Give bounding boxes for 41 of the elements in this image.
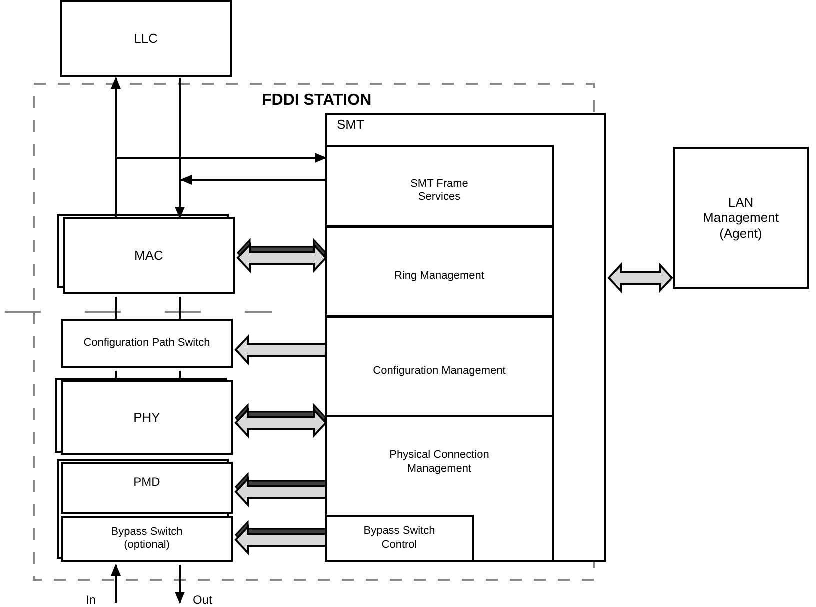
station-title: FDDI STATION [262, 91, 372, 110]
block-arrow [236, 238, 328, 274]
block-label: SMT Frame Services [410, 178, 470, 204]
block-label: Ring Management [394, 270, 484, 284]
block-arrow [234, 472, 327, 508]
block-label: PHY [134, 410, 160, 426]
arrow [180, 175, 326, 185]
block-box [325, 113, 606, 562]
edge-label: Out [193, 594, 212, 606]
arrow [116, 153, 327, 163]
arrow [111, 77, 121, 218]
block-box [325, 226, 554, 317]
block-label: Bypass Switch (optional) [110, 526, 184, 552]
block-label: LAN Management (Agent) [702, 194, 780, 242]
block-label: MAC [134, 248, 164, 264]
block-label: Configuration Path Switch [84, 336, 210, 350]
block-label: Physical Connection Management [388, 449, 490, 476]
block-box [325, 415, 554, 562]
block-label: PMD [134, 474, 160, 490]
block-box [325, 316, 554, 417]
block-label: LLC [134, 30, 158, 46]
block-arrow [234, 403, 328, 439]
block-box [61, 380, 233, 455]
block-label: Bypass Switch Control [362, 525, 436, 552]
block-box [673, 147, 809, 289]
block-arrow [234, 520, 327, 556]
arrow [175, 565, 185, 604]
block-label: Configuration Management [373, 364, 506, 378]
block-box [325, 515, 474, 562]
block-box [61, 319, 233, 368]
block-arrow [608, 262, 674, 294]
block-arrow [234, 334, 327, 366]
edge-label: In [86, 594, 96, 606]
block-label: SMT [337, 117, 364, 133]
block-box [325, 145, 554, 227]
arrow [111, 564, 121, 603]
block-box [61, 516, 233, 562]
block-box [60, 0, 232, 77]
block-box [61, 462, 233, 514]
arrow [175, 78, 185, 219]
block-box [63, 217, 235, 294]
